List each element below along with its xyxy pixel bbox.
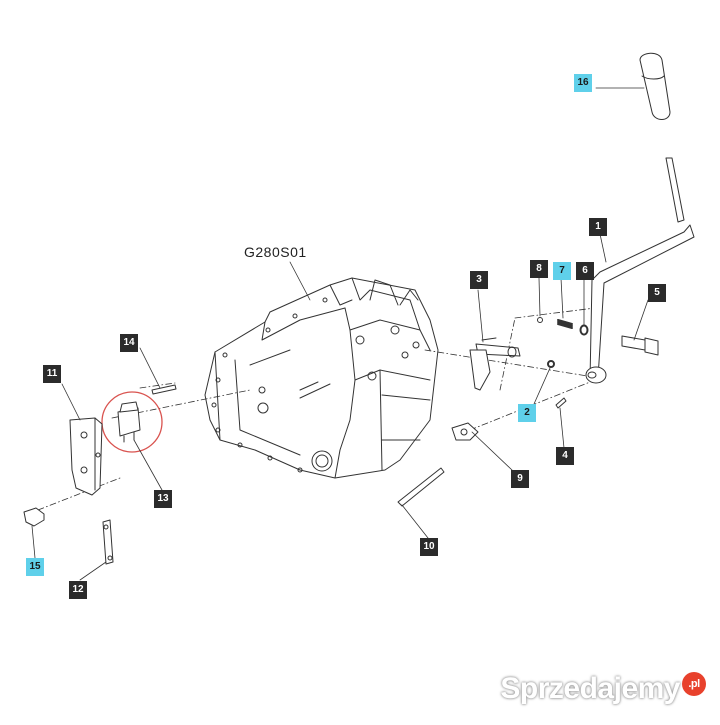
part-12-link: [102, 519, 114, 565]
callout-13: 13: [154, 490, 172, 508]
watermark-badge: .pl: [682, 672, 706, 696]
callout-14: 14: [120, 334, 138, 352]
part-5-bolt: [621, 335, 659, 356]
leader-lines: [31, 87, 649, 581]
callout-4: 4: [556, 447, 574, 465]
callout-9: 9: [511, 470, 529, 488]
callout-5: 5: [648, 284, 666, 302]
callout-6: 6: [576, 262, 594, 280]
part-13-sensor: [117, 401, 141, 443]
part-14-pin: [151, 384, 177, 395]
callout-16: 16: [574, 74, 592, 92]
part-10-rod: [397, 467, 445, 507]
callout-10: 10: [420, 538, 438, 556]
part-1-shift-lever: [585, 157, 695, 384]
transmission-housing: [204, 277, 439, 479]
callout-12: 12: [69, 581, 87, 599]
part-15-bolt: [23, 507, 45, 527]
callout-11: 11: [43, 365, 61, 383]
highlight-circle: [101, 391, 163, 453]
watermark: Sprzedajemy.pl: [500, 672, 706, 706]
watermark-text: Sprzedajemy: [500, 672, 680, 705]
part-16-knob: [639, 52, 671, 120]
callout-15: 15: [26, 558, 44, 576]
diagram-title: G280S01: [244, 244, 307, 260]
small-parts: [537, 317, 589, 409]
callout-2: 2: [518, 404, 536, 422]
part-11-bracket: [69, 417, 103, 496]
part-9-selector: [451, 422, 479, 441]
callout-7: 7: [553, 262, 571, 280]
callout-1: 1: [589, 218, 607, 236]
part-3-shift-fork: [469, 337, 521, 391]
callout-3: 3: [470, 271, 488, 289]
callout-8: 8: [530, 260, 548, 278]
